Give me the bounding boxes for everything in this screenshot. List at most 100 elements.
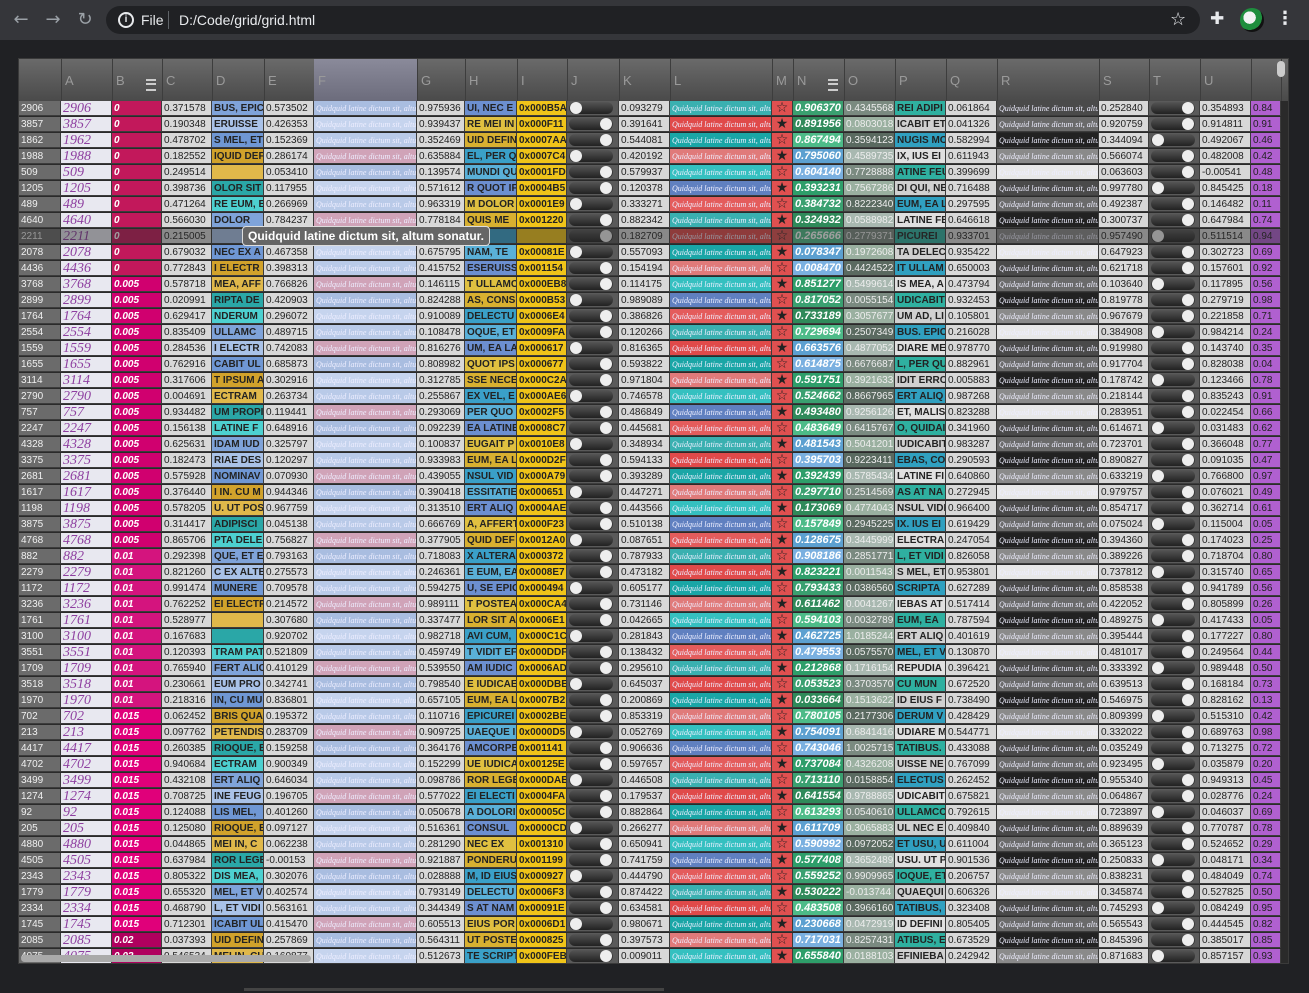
grid-cell-i[interactable]: 0x00081E xyxy=(517,245,567,260)
grid-cell-f[interactable]: Quidquid latine dictum sit, altum xyxy=(314,245,417,260)
grid-cell-j[interactable] xyxy=(567,133,619,148)
star-rating-icon[interactable]: ☆ xyxy=(772,645,793,660)
grid-cell-d[interactable]: ECTRAM xyxy=(212,389,264,404)
grid-cell-k[interactable]: 0.557093 xyxy=(619,245,670,260)
grid-cell-v[interactable]: 0.71 xyxy=(1251,309,1281,324)
grid-cell-d[interactable]: ECTRAM xyxy=(212,757,264,772)
grid-cell-l[interactable]: Quidquid latine dictum sit, altum xyxy=(670,197,772,212)
grid-cell-t[interactable] xyxy=(1149,805,1200,820)
toggle-switch[interactable] xyxy=(569,614,613,626)
grid-cell-i[interactable]: 0x0006F3 xyxy=(517,885,567,900)
grid-cell-s[interactable]: 0.923495 xyxy=(1099,757,1149,772)
column-header[interactable]: E xyxy=(264,59,315,101)
grid-cell-r[interactable]: Quidquid latine dictum sit, altum xyxy=(997,773,1099,788)
grid-cell-v[interactable]: 0.56 xyxy=(1251,581,1281,596)
grid-cell-f[interactable]: Quidquid latine dictum sit, altum xyxy=(314,677,417,692)
grid-cell-d[interactable]: T IPSUM A xyxy=(212,373,264,388)
toggle-switch[interactable] xyxy=(569,582,613,594)
grid-cell-g[interactable]: 0.666769 xyxy=(417,517,465,532)
grid-cell-i[interactable]: 0x0004B5 xyxy=(517,181,567,196)
grid-cell-e[interactable]: 0.836801 xyxy=(264,693,314,708)
grid-cell-a[interactable]: 2343 xyxy=(61,869,112,884)
grid-cell-g[interactable]: 0.377905 xyxy=(417,533,465,548)
grid-cell-e[interactable]: 0.900349 xyxy=(264,757,314,772)
grid-cell-e[interactable]: 0.263734 xyxy=(264,389,314,404)
toggle-switch[interactable] xyxy=(1151,726,1195,738)
grid-cell-v[interactable]: 0.35 xyxy=(1251,341,1281,356)
grid-cell-t[interactable] xyxy=(1149,725,1200,740)
grid-cell-t[interactable] xyxy=(1149,261,1200,276)
grid-cell-j[interactable] xyxy=(567,885,619,900)
grid-cell-id[interactable]: 489 xyxy=(19,197,61,212)
grid-cell-o[interactable]: 0.3445999 xyxy=(844,533,895,548)
grid-cell-o[interactable]: 0.1716154 xyxy=(844,661,895,676)
grid-cell-i[interactable]: 0x00091E xyxy=(517,901,567,916)
grid-cell-p[interactable]: TA DELEC xyxy=(895,245,946,260)
grid-cell-l[interactable]: Quidquid latine dictum sit, altum xyxy=(670,629,772,644)
toggle-switch[interactable] xyxy=(1151,854,1195,866)
grid-cell-t[interactable] xyxy=(1149,853,1200,868)
grid-cell-d[interactable]: RE EUM, E xyxy=(212,197,264,212)
grid-cell-v[interactable]: 0.80 xyxy=(1251,549,1281,564)
grid-cell-r[interactable]: Quidquid latine dictum sit, altum xyxy=(997,181,1099,196)
grid-cell-id[interactable]: 882 xyxy=(19,549,61,564)
column-header[interactable]: R xyxy=(997,59,1100,101)
toggle-switch[interactable] xyxy=(569,406,613,418)
grid-cell-p[interactable]: ID DEFINI xyxy=(895,917,946,932)
grid-cell-n[interactable]: 0.212868 xyxy=(793,661,844,676)
grid-cell-p[interactable]: UDICABIT xyxy=(895,293,946,308)
grid-cell-s[interactable]: 0.300737 xyxy=(1099,213,1149,228)
grid-cell-t[interactable] xyxy=(1149,741,1200,756)
grid-cell-f[interactable]: Quidquid latine dictum sit, altum xyxy=(314,517,417,532)
star-rating-icon[interactable]: ★ xyxy=(772,117,793,132)
grid-cell-l[interactable]: Quidquid latine dictum sit, altum xyxy=(670,869,772,884)
grid-cell-f[interactable]: Quidquid latine dictum sit, altum xyxy=(314,389,417,404)
grid-cell-id[interactable]: 1745 xyxy=(19,917,61,932)
grid-cell-e[interactable]: 0.685873 xyxy=(264,357,314,372)
grid-cell-k[interactable]: 0.200869 xyxy=(619,693,670,708)
toggle-switch[interactable] xyxy=(569,502,613,514)
grid-cell-v[interactable]: 0.66 xyxy=(1251,405,1281,420)
grid-cell-e[interactable]: 0.742083 xyxy=(264,341,314,356)
grid-cell-c[interactable]: 0.190348 xyxy=(162,117,212,132)
grid-cell-s[interactable]: 0.075024 xyxy=(1099,517,1149,532)
grid-cell-p[interactable]: NSUL VIDI xyxy=(895,501,946,516)
grid-cell-t[interactable] xyxy=(1149,117,1200,132)
toggle-switch[interactable] xyxy=(569,630,613,642)
grid-cell-h[interactable]: ESSITATIE xyxy=(465,485,517,500)
grid-cell-id[interactable]: 3114 xyxy=(19,373,61,388)
grid-cell-r[interactable]: Quidquid latine dictum sit, altum xyxy=(997,325,1099,340)
grid-cell-j[interactable] xyxy=(567,517,619,532)
grid-cell-q[interactable]: 0.247054 xyxy=(946,533,997,548)
grid-cell-i[interactable]: 0x000927 xyxy=(517,869,567,884)
grid-cell-q[interactable]: 0.401619 xyxy=(946,629,997,644)
grid-cell-d[interactable]: UM PROPI xyxy=(212,405,264,420)
toggle-switch[interactable] xyxy=(569,454,613,466)
grid-cell-l[interactable]: Quidquid latine dictum sit, altum xyxy=(670,485,772,500)
grid-cell-k[interactable]: 0.510138 xyxy=(619,517,670,532)
grid-cell-u[interactable]: 0.511514 xyxy=(1200,229,1251,244)
grid-cell-i[interactable]: 0x000C1C xyxy=(517,629,567,644)
toggle-switch[interactable] xyxy=(1151,502,1195,514)
grid-cell-e[interactable]: 0.117955 xyxy=(264,181,314,196)
grid-cell-t[interactable] xyxy=(1149,933,1200,948)
grid-cell-k[interactable]: 0.816365 xyxy=(619,341,670,356)
grid-cell-f[interactable]: Quidquid latine dictum sit, altum xyxy=(314,949,417,963)
toggle-switch[interactable] xyxy=(569,550,613,562)
grid-cell-r[interactable]: Quidquid latine dictum sit, altum xyxy=(997,901,1099,916)
grid-cell-b[interactable]: 0.005 xyxy=(112,341,162,356)
toggle-switch[interactable] xyxy=(569,294,613,306)
grid-cell-c[interactable]: 0.566030 xyxy=(162,213,212,228)
grid-cell-n[interactable]: 0.851277 xyxy=(793,277,844,292)
grid-cell-l[interactable]: Quidquid latine dictum sit, altum xyxy=(670,741,772,756)
grid-cell-o[interactable]: 0.0588982 xyxy=(844,213,895,228)
grid-cell-v[interactable]: 0.11 xyxy=(1251,197,1281,212)
grid-cell-v[interactable]: 0.74 xyxy=(1251,869,1281,884)
toggle-switch[interactable] xyxy=(1151,550,1195,562)
grid-cell-h[interactable]: UI, NEC E xyxy=(465,101,517,116)
grid-cell-j[interactable] xyxy=(567,549,619,564)
